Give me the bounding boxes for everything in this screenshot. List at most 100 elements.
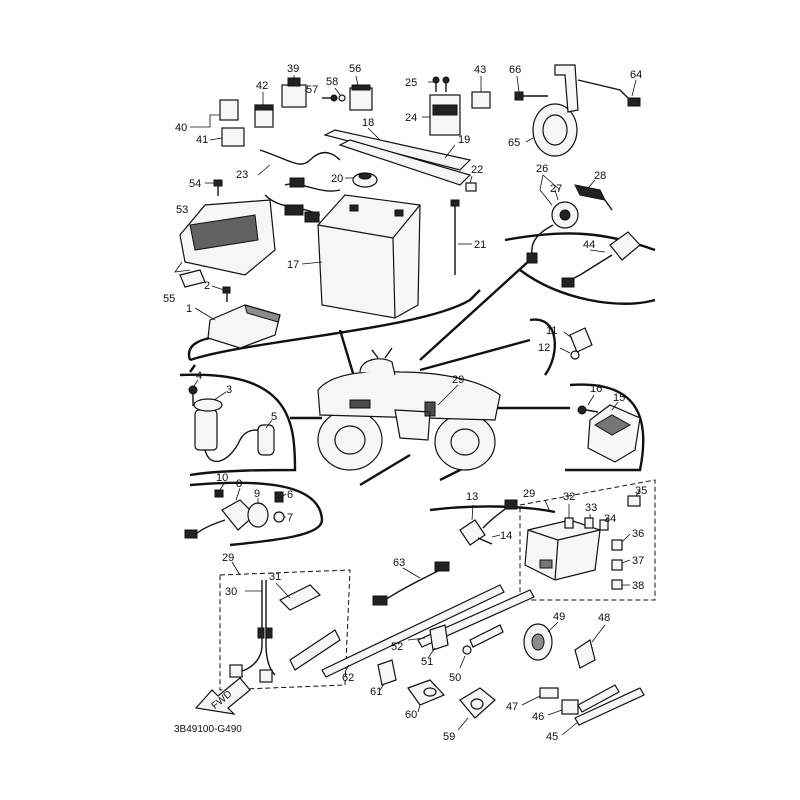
callout-38: 38 <box>632 580 644 592</box>
callout-35: 35 <box>635 485 647 497</box>
power-outlet-44[interactable] <box>561 231 641 288</box>
relay-24[interactable] <box>422 94 461 136</box>
fuse-holder-31[interactable] <box>275 582 322 611</box>
coupler-49[interactable] <box>523 621 559 661</box>
callout-29-left: 29 <box>222 552 234 564</box>
clamp-59[interactable] <box>457 687 496 731</box>
callout-labels: 1 2 3 4 5 6 7 8 9 10 11 12 13 14 15 16 1… <box>163 63 647 743</box>
bolt-10 <box>214 481 226 498</box>
callout-22: 22 <box>471 164 483 176</box>
bolt-54 <box>205 179 223 196</box>
fuse-34[interactable] <box>599 517 609 531</box>
relay-39[interactable] <box>281 75 307 108</box>
fuse-35[interactable] <box>627 489 641 507</box>
clamp-48[interactable] <box>574 624 606 669</box>
callout-5: 5 <box>271 411 277 423</box>
callout-33: 33 <box>585 502 597 514</box>
clamp-50[interactable] <box>459 624 504 669</box>
ignition-coil-3[interactable] <box>193 391 227 451</box>
callout-54: 54 <box>189 178 201 190</box>
callout-39: 39 <box>287 63 299 75</box>
fuse-32[interactable] <box>564 504 574 529</box>
fuse-box-group-29[interactable] <box>519 479 656 601</box>
callout-25: 25 <box>405 77 417 89</box>
fuse-36[interactable] <box>611 533 631 551</box>
main-switch-26[interactable] <box>526 174 579 264</box>
wire-harness-23[interactable] <box>257 149 341 223</box>
harness-tape <box>289 629 341 671</box>
callout-58: 58 <box>326 76 338 88</box>
callout-21: 21 <box>474 239 486 251</box>
callout-26: 26 <box>536 163 548 175</box>
speed-sensor-8[interactable] <box>184 487 256 539</box>
bolt-21[interactable] <box>450 199 472 275</box>
callout-53: 53 <box>176 204 188 216</box>
callout-4: 4 <box>196 370 202 382</box>
sensor-11[interactable] <box>563 327 593 353</box>
callout-57: 57 <box>306 84 318 96</box>
cdi-unit-1[interactable] <box>194 304 281 349</box>
bolt-16 <box>577 394 599 415</box>
plug-cap-5[interactable] <box>204 419 275 463</box>
switch-6[interactable] <box>274 491 287 503</box>
callout-52: 52 <box>391 641 403 653</box>
holder-46[interactable] <box>547 699 579 716</box>
fwd-arrow-icon <box>194 677 251 715</box>
cable-tie-45[interactable] <box>561 684 645 736</box>
callout-19: 19 <box>458 134 470 146</box>
clip-61[interactable] <box>377 659 397 691</box>
fuse-38[interactable] <box>611 579 630 590</box>
callout-18: 18 <box>362 117 374 129</box>
battery-band-18[interactable] <box>323 127 472 171</box>
relay-40[interactable] <box>190 99 239 128</box>
ecu-unit-53[interactable] <box>174 199 276 276</box>
battery-bracket-19[interactable] <box>338 139 472 186</box>
callout-47: 47 <box>506 701 518 713</box>
callout-62: 62 <box>342 672 354 684</box>
cable-tie-62[interactable] <box>321 584 505 678</box>
clamp-51[interactable] <box>427 624 449 659</box>
callout-48: 48 <box>598 612 610 624</box>
battery-17[interactable] <box>301 194 421 319</box>
callout-3: 3 <box>226 384 232 396</box>
washer-12 <box>559 347 580 360</box>
callout-14: 14 <box>500 530 512 542</box>
rectifier-15[interactable] <box>587 401 641 463</box>
wire-lead-63[interactable] <box>372 561 450 606</box>
callout-34: 34 <box>604 513 616 525</box>
callout-60: 60 <box>405 709 417 721</box>
relay-41[interactable] <box>209 127 245 147</box>
clamp-60[interactable] <box>407 679 446 713</box>
callout-24: 24 <box>405 112 417 124</box>
horn-bracket-64[interactable] <box>554 64 641 113</box>
bolt-57 <box>322 94 338 102</box>
bolt-66 <box>514 75 548 101</box>
callout-32: 32 <box>563 491 575 503</box>
callout-20: 20 <box>331 173 343 185</box>
callout-9: 9 <box>254 488 260 500</box>
fuse-box-43[interactable] <box>471 76 491 109</box>
starter-relay-56[interactable] <box>349 75 373 111</box>
fuse-37[interactable] <box>611 559 631 571</box>
callout-8: 8 <box>236 478 242 490</box>
callout-23: 23 <box>236 169 248 181</box>
callout-6: 6 <box>287 489 293 501</box>
horn-65[interactable] <box>525 103 578 157</box>
washer-58 <box>334 87 346 102</box>
nut-22 <box>465 175 477 192</box>
o-ring-9 <box>247 498 269 528</box>
callout-56: 56 <box>349 63 361 75</box>
callout-63: 63 <box>393 557 405 569</box>
callout-55: 55 <box>163 293 175 305</box>
connector-47[interactable] <box>521 687 559 706</box>
callout-40: 40 <box>175 122 187 134</box>
cable-tie-52[interactable] <box>407 589 535 648</box>
bolt-4 <box>188 379 199 406</box>
fuse-33[interactable] <box>584 514 594 529</box>
key-28[interactable] <box>574 179 613 211</box>
callout-2: 2 <box>204 280 210 292</box>
sub-harness-30[interactable] <box>229 580 276 683</box>
callout-16: 16 <box>590 383 602 395</box>
relay-42[interactable] <box>254 92 274 128</box>
harness-group-29[interactable] <box>219 561 351 691</box>
